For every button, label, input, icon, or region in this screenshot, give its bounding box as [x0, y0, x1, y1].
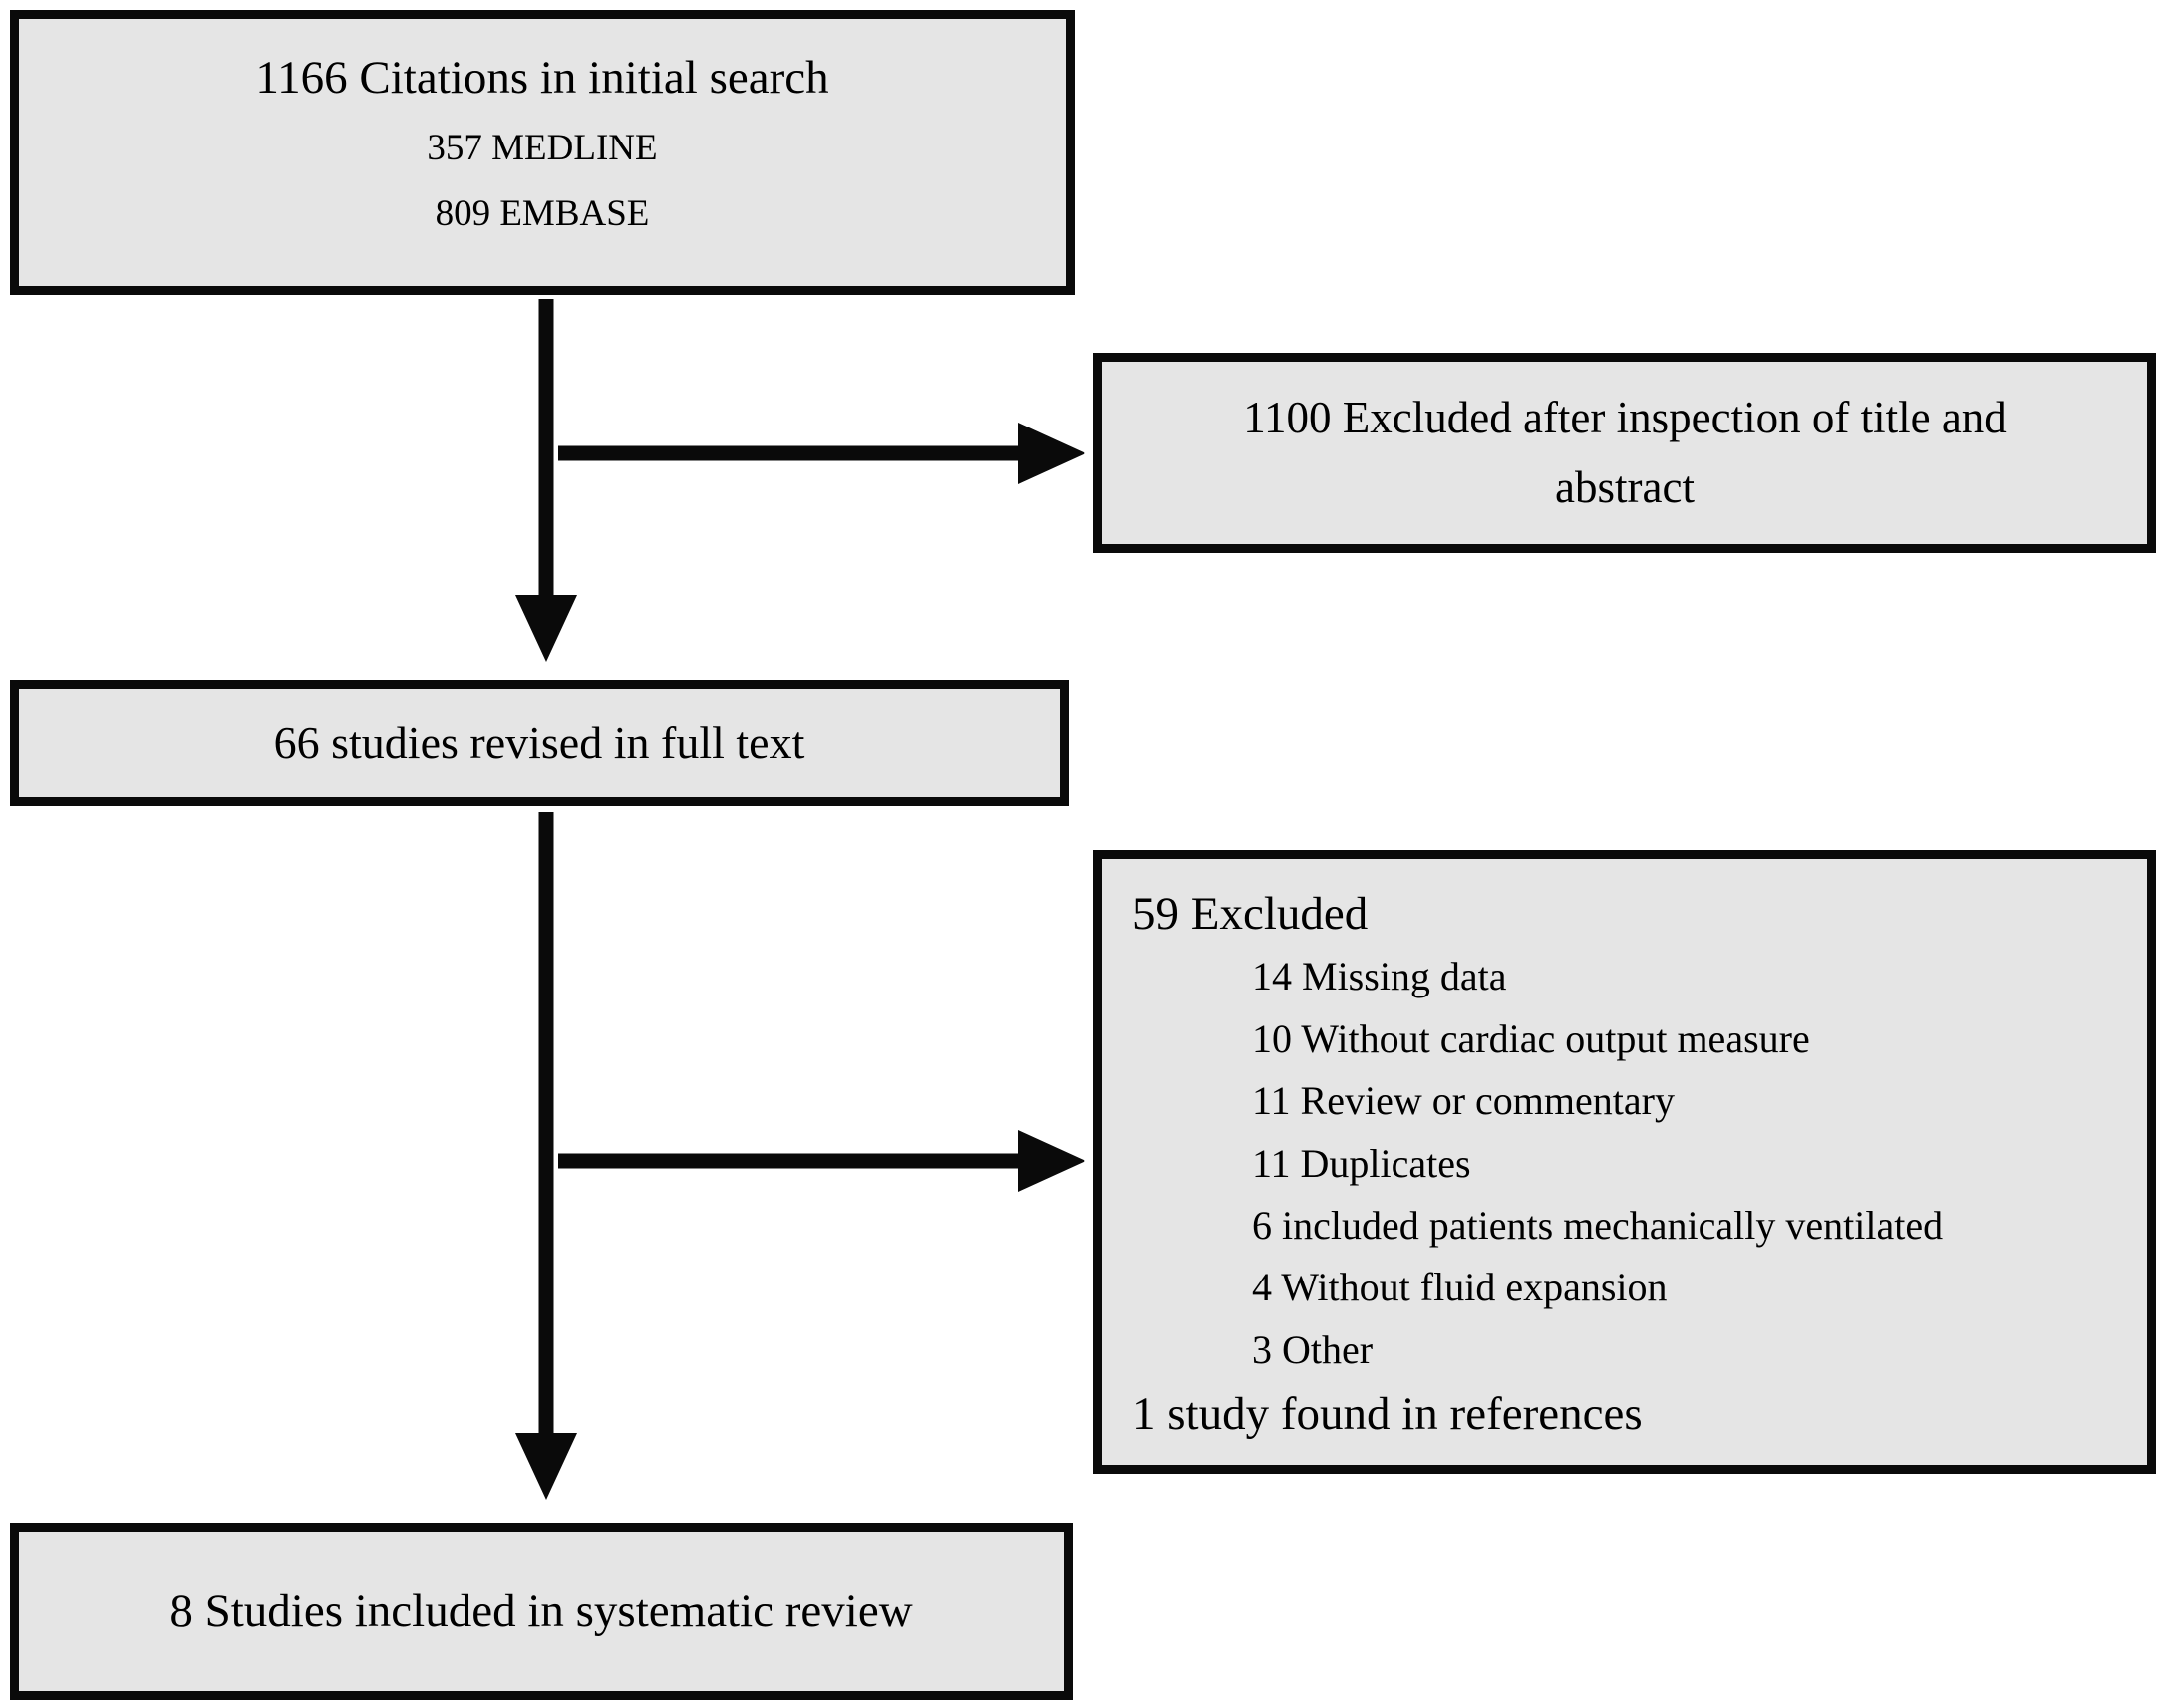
exclusion-reason: 11 Duplicates	[1252, 1140, 1471, 1186]
arrow-initial-to-fulltext	[515, 299, 577, 662]
excluded-full-text-title: 59 Excluded	[1132, 888, 1369, 940]
study-found-in-references-note: 1 study found in references	[1132, 1388, 1643, 1441]
exclusion-reason: 14 Missing data	[1252, 954, 1507, 999]
box-initial-search: 1166 Citations in initial search 357 MED…	[10, 10, 1075, 295]
exclusion-reason: 10 Without cardiac output measure	[1252, 1015, 1810, 1061]
box-excluded-full-text: 59 Excluded 14 Missing data 10 Without c…	[1093, 850, 2156, 1474]
exclusion-reason: 11 Review or commentary	[1252, 1078, 1675, 1124]
box-full-text-review: 66 studies revised in full text	[10, 680, 1069, 806]
full-text-review-text: 66 studies revised in full text	[273, 717, 805, 768]
exclusion-reason: 4 Without fluid expansion	[1252, 1265, 1668, 1310]
initial-search-source-medline: 357 MEDLINE	[427, 128, 658, 169]
arrow-fulltext-to-excluded-fulltext	[558, 1130, 1085, 1192]
arrow-fulltext-to-included	[515, 812, 577, 1500]
included-studies-text: 8 Studies included in systematic review	[169, 1585, 913, 1637]
excluded-title-abstract-text: 1100 Excluded after inspection of title …	[1243, 392, 2007, 512]
box-excluded-title-abstract: 1100 Excluded after inspection of title …	[1093, 353, 2156, 553]
arrow-initial-to-excluded-title	[558, 423, 1085, 484]
exclusion-reason: 3 Other	[1252, 1326, 1374, 1372]
box-included-studies: 8 Studies included in systematic review	[10, 1523, 1073, 1700]
exclusion-reason: 6 included patients mechanically ventila…	[1252, 1203, 1944, 1248]
initial-search-title: 1166 Citations in initial search	[255, 51, 829, 104]
initial-search-source-embase: 809 EMBASE	[435, 193, 650, 235]
